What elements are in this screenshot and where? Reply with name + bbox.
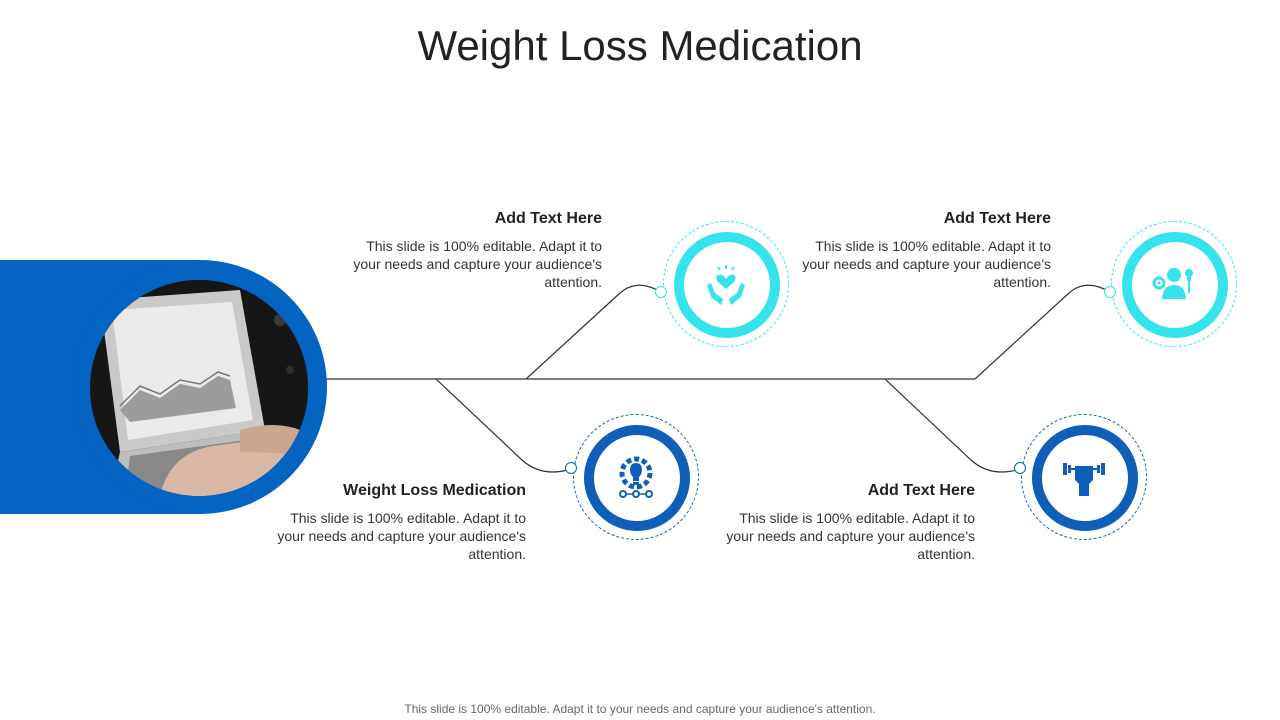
item-2-icon-circle (1111, 221, 1239, 349)
item-3-connector-dot (565, 462, 577, 474)
laptop-photo (90, 280, 308, 496)
slide-title: Weight Loss Medication (417, 22, 863, 69)
item-3-icon-circle (573, 414, 701, 542)
item-1-connector-dot (655, 286, 667, 298)
item-2-text: Add Text Here This slide is 100% editabl… (791, 210, 1051, 291)
item-3-body: This slide is 100% editable. Adapt it to… (277, 510, 526, 562)
item-4-heading: Add Text Here (867, 482, 975, 499)
item-3-heading: Weight Loss Medication (343, 482, 526, 499)
item-1-icon-circle (663, 221, 791, 349)
footer-note: This slide is 100% editable. Adapt it to… (404, 702, 876, 716)
item-2-body: This slide is 100% editable. Adapt it to… (802, 238, 1051, 290)
item-4-body: This slide is 100% editable. Adapt it to… (726, 510, 975, 562)
item-4-icon-circle (1021, 414, 1149, 542)
item-2-connector-dot (1104, 286, 1116, 298)
item-1-text: Add Text Here This slide is 100% editabl… (342, 210, 602, 291)
item-4-text: Add Text Here This slide is 100% editabl… (715, 482, 975, 563)
item-1-heading: Add Text Here (494, 210, 602, 227)
item-4-connector-dot (1014, 462, 1026, 474)
item-2-heading: Add Text Here (943, 210, 1051, 227)
dumbbell-fist-icon (1063, 463, 1105, 496)
gear-lightbulb-icon (619, 456, 653, 498)
heart-in-hands-icon (707, 265, 745, 305)
item-1-body: This slide is 100% editable. Adapt it to… (353, 238, 602, 290)
woman-with-gear-and-lightbulb-icon (1152, 268, 1193, 299)
item-3-text: Weight Loss Medication This slide is 100… (266, 482, 526, 563)
